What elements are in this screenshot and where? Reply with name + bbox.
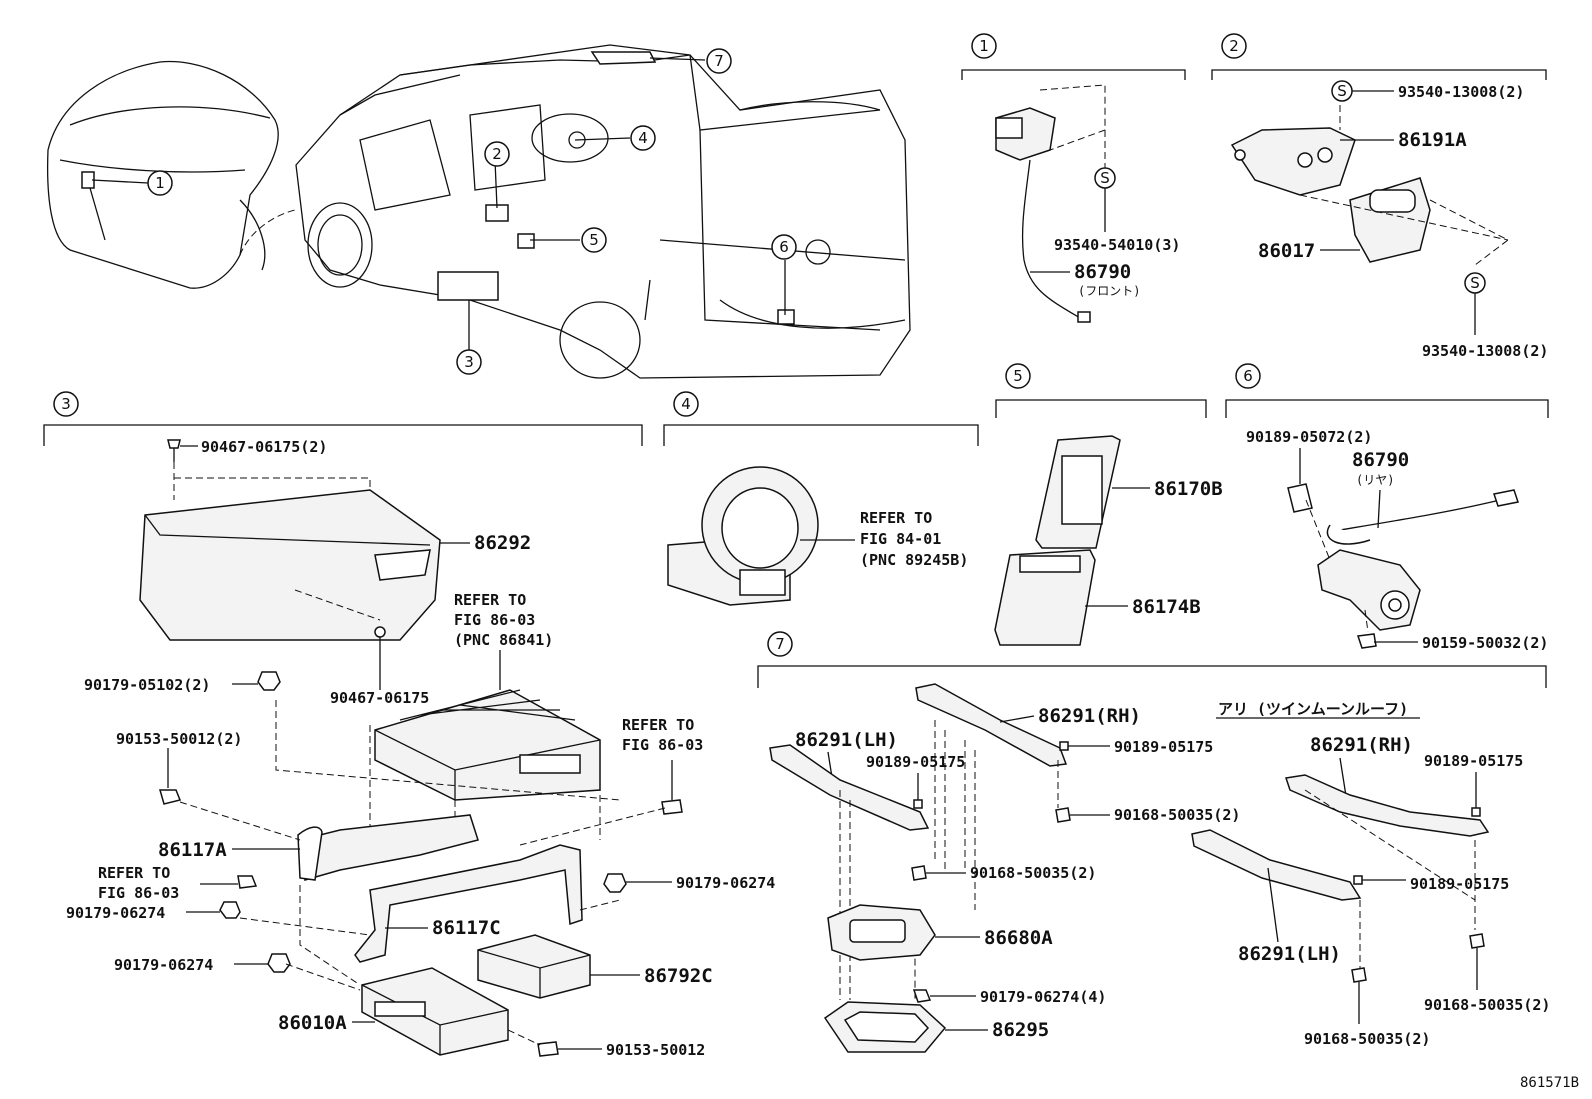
label-90179-06274-4: 90179-06274(4) <box>980 988 1106 1006</box>
label-alt-86291-RH: 86291(RH) <box>1310 734 1413 756</box>
section-7-marker <box>767 631 793 657</box>
overview-callouts: 1 2 3 4 5 6 7 <box>147 48 797 375</box>
svg-text:S: S <box>1470 274 1480 292</box>
label-86291-LH: 86291(LH) <box>795 729 898 751</box>
label-86292: 86292 <box>474 532 531 554</box>
label-alt-90189-05175-b: 90189-05175 <box>1410 875 1509 893</box>
refer-note-4-line1: REFER TO <box>860 509 932 527</box>
svg-text:6: 6 <box>779 238 789 256</box>
svg-text:4: 4 <box>638 129 648 147</box>
label-90189-05072: 90189-05072(2) <box>1246 428 1372 446</box>
svg-text:2: 2 <box>492 145 502 163</box>
label-93540-54010: 93540-54010(3) <box>1054 236 1180 254</box>
refer-note-3-line2: FIG 86-03 <box>98 884 179 902</box>
svg-text:S: S <box>1337 82 1347 100</box>
front-vehicle-illustration <box>47 60 296 289</box>
refer-note-2-line2: FIG 86-03 <box>622 736 703 754</box>
note-front: (フロント) <box>1078 284 1140 298</box>
label-90189-05175-mid: 90189-05175 <box>866 753 965 771</box>
overview-callout-4: 4 <box>630 125 656 151</box>
section-1-marker <box>971 33 997 59</box>
section-4-marker <box>673 391 699 417</box>
section-5-remote-control: 5 86170B 86174B <box>994 363 1223 646</box>
refer-note-2-line1: REFER TO <box>622 716 694 734</box>
label-alt-90168-50035-b: 90168-50035(2) <box>1304 1030 1430 1048</box>
label-86174B: 86174B <box>1132 596 1201 618</box>
label-90159-50032: 90159-50032(2) <box>1422 634 1548 652</box>
label-90168-50035-lh: 90168-50035(2) <box>970 864 1096 882</box>
label-86191A: 86191A <box>1398 129 1467 151</box>
svg-text:7: 7 <box>714 52 724 70</box>
label-86170B: 86170B <box>1154 478 1223 500</box>
section-3-number: 3 <box>61 395 71 413</box>
label-86017: 86017 <box>1258 240 1315 262</box>
section-5-number: 5 <box>1013 367 1023 385</box>
svg-text:S: S <box>1100 169 1110 187</box>
overview-callout-7: 7 <box>706 48 732 74</box>
section-6-rear-sensor: 6 90189-05072(2) 86790 (リヤ) 90159-50032(… <box>1225 363 1549 652</box>
label-90168-50035-rh: 90168-50035(2) <box>1114 806 1240 824</box>
svg-text:5: 5 <box>589 231 599 249</box>
label-86680A: 86680A <box>984 927 1053 949</box>
section-3-audio-unit: 3 90467-06175(2) 86292 REFER TO FIG 86-0… <box>43 391 775 1059</box>
section-3-marker <box>53 391 79 417</box>
refer-note-4-line2: FIG 84-01 <box>860 530 941 548</box>
label-93540-13008-bottom: 93540-13008(2) <box>1422 342 1548 360</box>
label-alt-90168-50035-a: 90168-50035(2) <box>1424 996 1550 1014</box>
label-90179-06274-b: 90179-06274 <box>676 874 775 892</box>
overview-callout-3: 3 <box>456 349 482 375</box>
refer-note-1-line3: (PNC 86841) <box>454 631 553 649</box>
section-1-front-sensor: 1 S 93540-54010(3) 86790 (フロント) <box>961 33 1186 323</box>
van-vehicle-illustration <box>91 44 911 379</box>
label-90153-50012-2: 90153-50012(2) <box>116 730 242 748</box>
refer-note-1-line1: REFER TO <box>454 591 526 609</box>
section-4-steering-sensor: 4 REFER TO FIG 84-01 (PNC 89245B) <box>663 391 979 606</box>
section-5-marker <box>1005 363 1031 389</box>
section-7-roof-display: 7 86291(LH) 86291(RH) 90189-05175 90189-… <box>757 631 1550 1053</box>
section-6-marker <box>1235 363 1261 389</box>
overview-callout-5: 5 <box>581 227 607 253</box>
label-alt-86291-LH: 86291(LH) <box>1238 943 1341 965</box>
label-86291-RH: 86291(RH) <box>1038 705 1141 727</box>
label-86790-rear: 86790 <box>1352 449 1409 471</box>
svg-text:3: 3 <box>464 353 474 371</box>
alt-variant-title: アリ (ツインムーンルーフ) <box>1218 700 1408 718</box>
section-1-number: 1 <box>979 37 989 55</box>
refer-note-3-line1: REFER TO <box>98 864 170 882</box>
section-2-marker <box>1221 33 1247 59</box>
label-86117C: 86117C <box>432 917 501 939</box>
label-86790-front: 86790 <box>1074 261 1131 283</box>
refer-note-4-line3: (PNC 89245B) <box>860 551 968 569</box>
section-6-number: 6 <box>1243 367 1253 385</box>
section-2-remote-receiver: 2 S 93540-13008(2) 86191A 86017 S 93540-… <box>1211 33 1548 360</box>
label-86010A: 86010A <box>278 1012 347 1034</box>
label-90467-06175: 90467-06175 <box>330 689 429 707</box>
section-7-number: 7 <box>775 635 785 653</box>
label-90179-06274-c: 90179-06274 <box>114 956 213 974</box>
label-86295: 86295 <box>992 1019 1049 1041</box>
note-rear: (リヤ) <box>1356 473 1394 487</box>
label-90467-06175-2: 90467-06175(2) <box>201 438 327 456</box>
svg-text:1: 1 <box>155 174 165 192</box>
refer-note-1-line2: FIG 86-03 <box>454 611 535 629</box>
label-86792C: 86792C <box>644 965 713 987</box>
overview-callout-6: 6 <box>771 234 797 260</box>
label-90179-06274-a: 90179-06274 <box>66 904 165 922</box>
overview-callout-1: 1 <box>147 170 173 196</box>
section-4-number: 4 <box>681 395 691 413</box>
label-86117A: 86117A <box>158 839 227 861</box>
diagram-id: 861571B <box>1520 1075 1579 1091</box>
overview-callout-2: 2 <box>484 141 510 167</box>
label-alt-90189-05175-a: 90189-05175 <box>1424 752 1523 770</box>
label-90179-05102: 90179-05102(2) <box>84 676 210 694</box>
label-90153-50012: 90153-50012 <box>606 1041 705 1059</box>
label-90189-05175-rh: 90189-05175 <box>1114 738 1213 756</box>
label-93540-13008-top: 93540-13008(2) <box>1398 83 1524 101</box>
section-2-number: 2 <box>1229 37 1239 55</box>
